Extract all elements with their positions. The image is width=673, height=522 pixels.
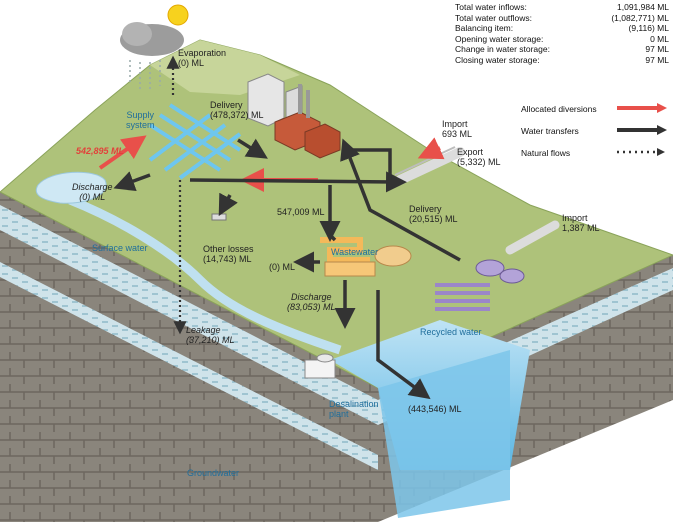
legend-item-allocated: Allocated diversions [521,103,671,126]
discharge2-title: Discharge [291,292,332,302]
left-aquifer-band [0,205,378,425]
import1-title: Import [442,119,468,129]
export-value: (5,332) ML [457,157,501,167]
summary-label: Change in water storage: [455,44,550,55]
discharge1-value: (0) ML [79,192,106,202]
desal-line-1: Desalination [329,399,379,409]
natural-flow-arrows [166,55,187,335]
leakage-value: (37,210) ML [186,335,235,345]
summary-label: Balancing item: [455,23,514,34]
legend-item-natural: Natural flows [521,148,671,170]
wastewater-label: Wastewater [331,247,379,257]
export-label: Export (5,332) ML [457,147,501,167]
sun-icon [167,4,189,26]
summary-label: Closing water storage: [455,54,540,65]
delivery1-value: (478,372) ML [210,110,264,120]
evaporation-label: Evaporation (0) ML [178,48,226,68]
legend-item-transfers: Water transfers [521,125,671,148]
recycled-water-plant [435,259,525,311]
summary-row: Balancing item: (9,116) ML [455,23,669,34]
supply-system-label: Supply system [126,110,155,130]
legend: Allocated diversions Water transfers Nat… [521,103,671,170]
summary-label: Total water inflows: [455,2,527,12]
desalination-plant [304,353,336,379]
summary-row: Change in water storage: 97 ML [455,44,669,55]
ocean-outflow-value: (443,546) ML [408,404,462,414]
summary-label: Total water outflows: [455,12,533,23]
summary-value: 1,091,984 ML [617,2,669,12]
delivery2-value: (20,515) ML [409,214,458,224]
wastewater-zero-value: (0) ML [269,262,296,272]
import-label-1: Import 693 ML [442,119,472,139]
river [68,195,342,355]
summary-value: (1,082,771) ML [611,12,669,23]
lake [35,171,107,204]
ground-block [0,39,673,522]
import-label-2: Import 1,387 ML [562,213,600,233]
other-losses-icon [211,213,227,221]
other-losses-label: Other losses (14,743) ML [203,244,254,264]
delivery2-title: Delivery [409,204,442,214]
summary-value: 0 ML [650,33,669,44]
other-losses-value: (14,743) ML [203,254,252,264]
recycled-water-label: Recycled water [420,327,482,337]
summary-value: 97 ML [645,54,669,65]
dotted-arrow-icon [617,148,665,156]
water-balance-summary: Total water inflows: 1,091,984 ML Total w… [455,2,669,66]
delivery1-title: Delivery [210,100,243,110]
discharge-label-1: Discharge (0) ML [72,182,113,202]
weather [120,4,189,92]
desal-line-2: plant [329,409,349,419]
evaporation-title: Evaporation [178,48,227,58]
leakage-title: Leakage [186,325,221,335]
water-transfer-arrows [113,138,461,400]
import2-title: Import [562,213,588,223]
summary-value: 97 ML [645,44,669,55]
legend-label: Water transfers [521,126,579,136]
supply-line-2: system [126,120,155,130]
supply-system-pipes [148,103,242,180]
summary-row: Opening water storage: 0 ML [455,34,669,45]
left-aquifer-band-2 [0,262,378,470]
summary-value: (9,116) ML [628,23,669,34]
desalination-label: Desalination plant [329,399,379,419]
transfer-value: 547,009 ML [277,207,325,217]
diversion-value: 542,895 ML [76,146,125,156]
summary-row: Total water inflows: 1,091,984 ML [455,2,669,13]
wastewater-plant [320,237,412,277]
red-arrow-icon [617,103,667,113]
legend-label: Allocated diversions [521,104,597,114]
surface-water-label: Surface water [92,243,148,253]
delivery-label-2: Delivery (20,515) ML [409,204,458,224]
import-export-pipes [394,146,560,255]
summary-row: Closing water storage: 97 ML [455,55,669,66]
export-title: Export [457,147,484,157]
import1-value: 693 ML [442,129,473,139]
summary-label: Opening water storage: [455,33,544,44]
other-losses-title: Other losses [203,244,254,254]
legend-label: Natural flows [521,148,571,158]
groundwater-label: Groundwater [187,468,240,478]
summary-row: Total water outflows: (1,082,771) ML [455,13,669,24]
cloud-puff [122,22,152,46]
supply-line-1: Supply [126,110,155,120]
discharge1-title: Discharge [72,182,113,192]
dark-arrow-icon [617,125,667,135]
leakage-label: Leakage (37,210) ML [186,325,235,345]
land-surface [0,39,673,389]
evaporation-value: (0) ML [178,58,205,68]
discharge2-value: (83,053) ML [287,302,336,312]
import2-value: 1,387 ML [562,223,600,233]
discharge-label-2: Discharge (83,053) ML [287,292,336,312]
delivery-label-1: Delivery (478,372) ML [210,100,264,120]
city-buildings [247,73,341,159]
